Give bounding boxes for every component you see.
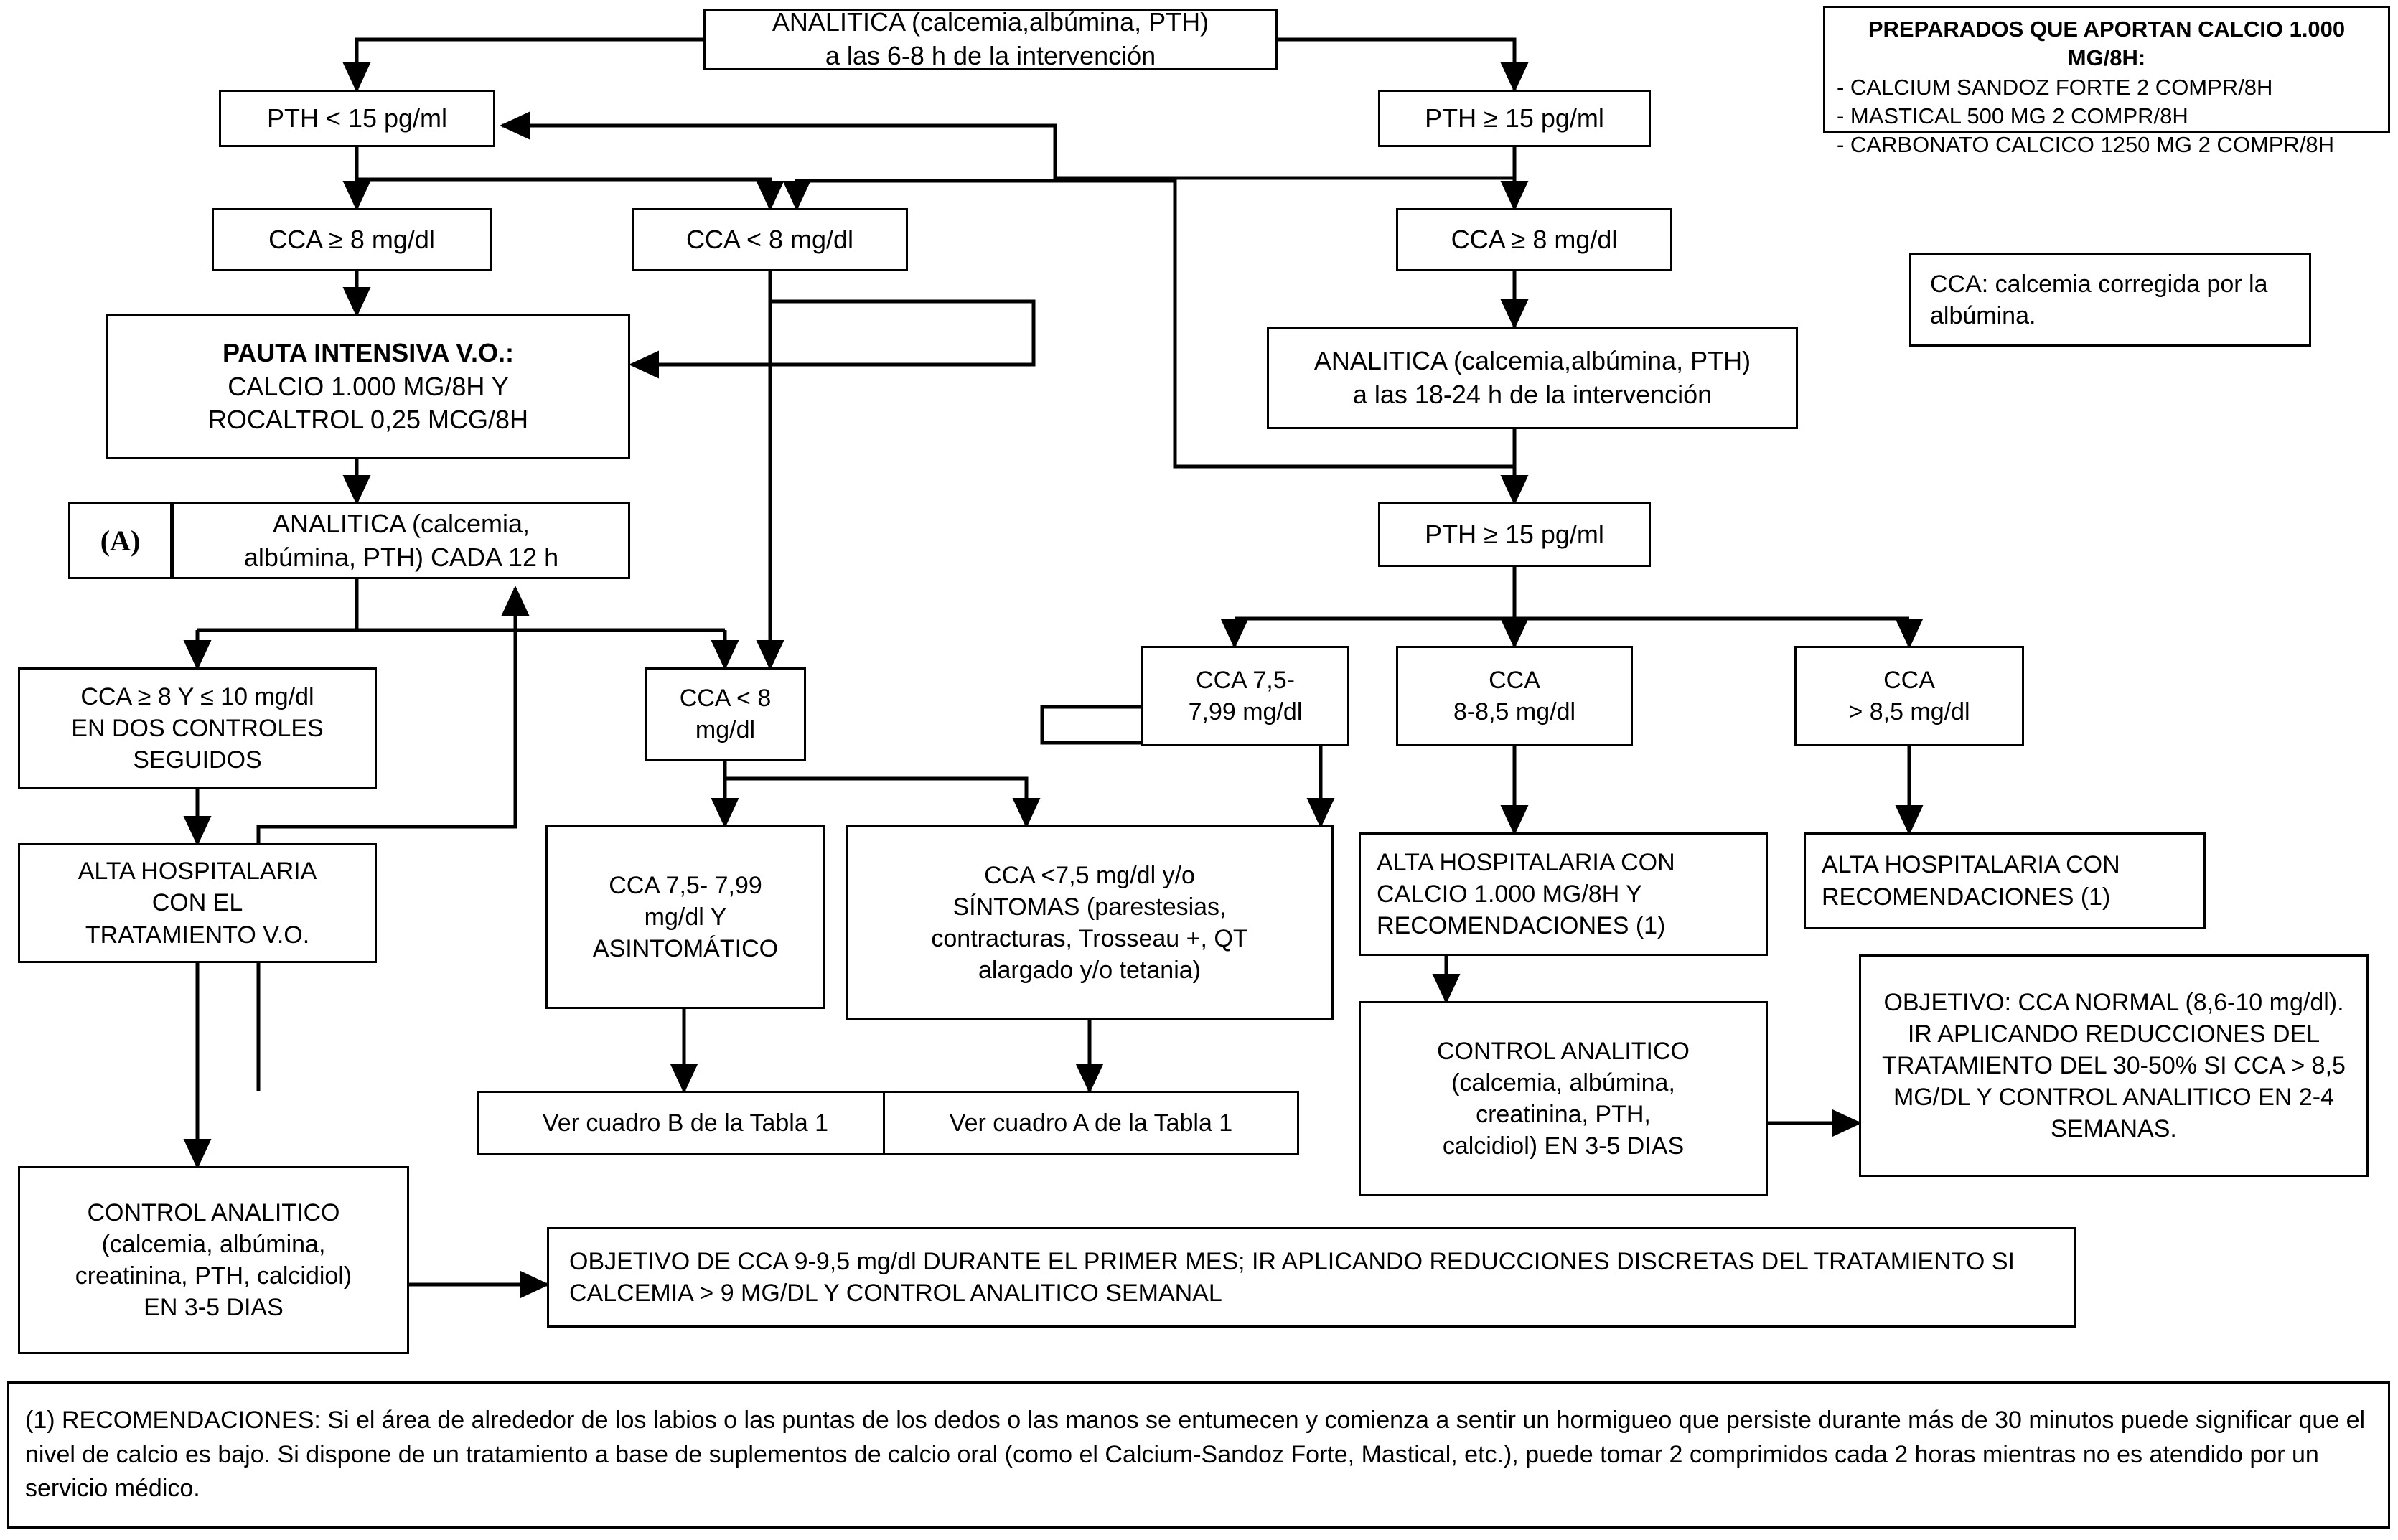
node-analitica-cada-12h[interactable]: ANALITICA (calcemia, albúmina, PTH) CADA… (172, 502, 630, 579)
node-pth-ge-15-top[interactable]: PTH ≥ 15 pg/ml (1378, 90, 1651, 147)
node-cca-8-8-5[interactable]: CCA 8-8,5 mg/dl (1396, 646, 1633, 746)
node-cca-lt-8-small[interactable]: CCA < 8 mg/dl (645, 667, 806, 761)
node-tag-a: (A) (68, 502, 172, 579)
pauta-intensiva-heading: PAUTA INTENSIVA V.O.: (222, 337, 515, 367)
legend-preparados-items: - CALCIUM SANDOZ FORTE 2 COMPR/8H - MAST… (1837, 74, 2335, 158)
node-pth-lt-15[interactable]: PTH < 15 pg/ml (219, 90, 495, 147)
node-cca-8-10-dos-controles[interactable]: CCA ≥ 8 Y ≤ 10 mg/dl EN DOS CONTROLES SE… (18, 667, 377, 789)
legend-preparados-calcio: PREPARADOS QUE APORTAN CALCIO 1.000 MG/8… (1823, 6, 2390, 157)
node-ver-cuadro-a[interactable]: Ver cuadro A de la Tabla 1 (883, 1091, 1299, 1155)
node-cca-lt-7-5-sintomas[interactable]: CCA <7,5 mg/dl y/o SÍNTOMAS (parestesias… (846, 825, 1334, 1020)
node-ver-cuadro-b[interactable]: Ver cuadro B de la Tabla 1 (477, 1091, 894, 1155)
node-objetivo-primer-mes[interactable]: OBJETIVO DE CCA 9-9,5 mg/dl DURANTE EL P… (547, 1227, 2076, 1328)
node-pth-ge-15-second[interactable]: PTH ≥ 15 pg/ml (1378, 502, 1651, 567)
node-cca-7-5-7-99-right[interactable]: CCA 7,5- 7,99 mg/dl (1141, 646, 1349, 746)
node-objetivo-cca-normal[interactable]: OBJETIVO: CCA NORMAL (8,6-10 mg/dl). IR … (1859, 954, 2369, 1177)
footnote-recomendaciones: (1) RECOMENDACIONES: Si el área de alred… (7, 1381, 2390, 1529)
node-alta-tratamiento-vo[interactable]: ALTA HOSPITALARIA CON EL TRATAMIENTO V.O… (18, 843, 377, 963)
node-pauta-intensiva[interactable]: PAUTA INTENSIVA V.O.: CALCIO 1.000 MG/8H… (106, 314, 630, 459)
node-control-analitico-left[interactable]: CONTROL ANALITICO (calcemia, albúmina, c… (18, 1166, 409, 1354)
node-cca-7-5-7-99-asintomatico[interactable]: CCA 7,5- 7,99 mg/dl Y ASINTOMÁTICO (545, 825, 825, 1009)
legend-preparados-title: PREPARADOS QUE APORTAN CALCIO 1.000 MG/8… (1868, 17, 2346, 71)
node-analitica-6-8h[interactable]: ANALITICA (calcemia,albúmina, PTH) a las… (703, 7, 1278, 70)
node-alta-calcio-recomendaciones[interactable]: ALTA HOSPITALARIA CON CALCIO 1.000 MG/8H… (1359, 832, 1768, 956)
legend-cca-definition: CCA: calcemia corregida por la albúmina. (1909, 253, 2311, 347)
pauta-intensiva-detail: CALCIO 1.000 MG/8H Y ROCALTROL 0,25 MCG/… (207, 371, 529, 435)
node-control-analitico-right[interactable]: CONTROL ANALITICO (calcemia, albúmina, c… (1359, 1001, 1768, 1196)
node-analitica-18-24h[interactable]: ANALITICA (calcemia,albúmina, PTH) a las… (1267, 327, 1798, 429)
node-cca-ge-8-left[interactable]: CCA ≥ 8 mg/dl (212, 208, 492, 271)
node-alta-recomendaciones[interactable]: ALTA HOSPITALARIA CON RECOMENDACIONES (1… (1804, 832, 2206, 929)
node-cca-lt-8-mid[interactable]: CCA < 8 mg/dl (632, 208, 908, 271)
node-cca-gt-8-5[interactable]: CCA > 8,5 mg/dl (1794, 646, 2024, 746)
node-cca-ge-8-right[interactable]: CCA ≥ 8 mg/dl (1396, 208, 1672, 271)
